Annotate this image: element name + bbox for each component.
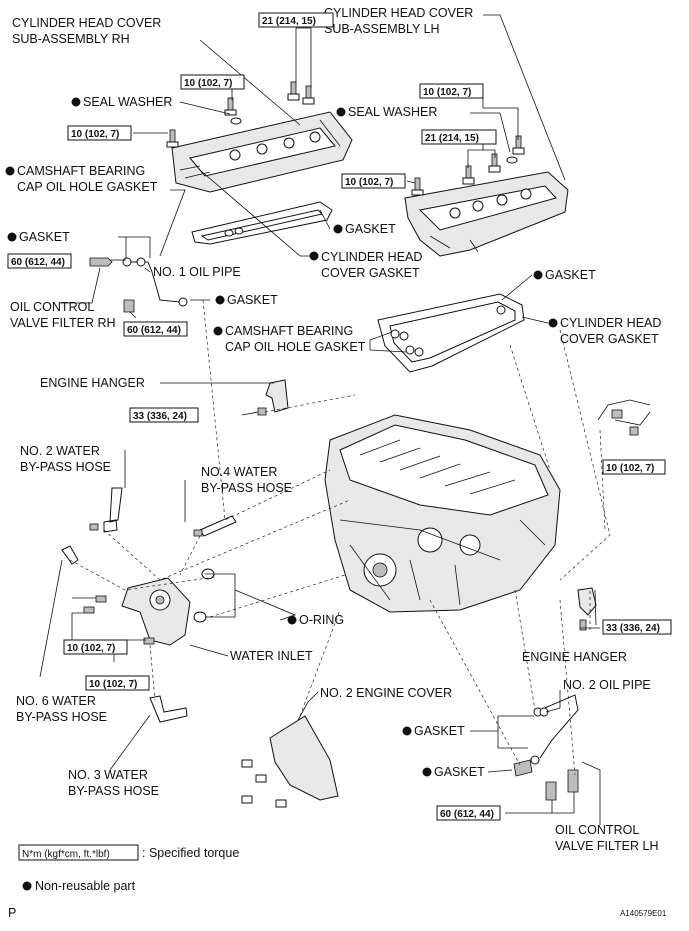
label-no6-water-bypass-1: NO. 6 WATER [16,694,96,708]
label-cyl-head-cover-gasket-lh-2: COVER GASKET [560,332,659,346]
label-cyl-head-cover-gasket-rh-1: CYLINDER HEAD [321,250,422,264]
label-no4-water-bypass-2: BY-PASS HOSE [201,481,292,495]
footer-figure-code: A140579E01 [620,909,667,918]
label-cam-gasket-rh-2: CAP OIL HOLE GASKET [17,180,158,194]
bolts-lh-cover [411,135,525,196]
label-gasket-lh-top: GASKET [545,268,596,282]
label-cylinder-head-cover-rh-2: SUB-ASSEMBLY RH [12,32,130,46]
legend: N*m (kgf*cm, ft.*lbf) : Specified torque… [18,844,239,893]
label-seal-washer-lh: SEAL WASHER [348,105,437,119]
cylinder-head-cover-lh-drawing [404,171,569,257]
leader-lines [39,14,601,825]
label-water-inlet: WATER INLET [230,649,313,663]
torque-60-lh: 60 (612, 44) [440,809,494,820]
torque-33-rear: 33 (336, 24) [133,411,187,422]
label-gasket-no2-pipe-a: GASKET [414,724,465,738]
torque-60-rh-a: 60 (612, 44) [11,257,65,268]
torque-10-sensor: 10 (102, 7) [606,463,654,474]
label-seal-washer-rh: SEAL WASHER [83,95,172,109]
torque-60-rh-b: 60 (612, 44) [127,325,181,336]
label-no3-water-bypass-1: NO. 3 WATER [68,768,148,782]
sensor-harness-drawing [597,399,651,436]
no4-water-bypass-hose-drawing [199,515,237,537]
label-oil-control-valve-rh-2: VALVE FILTER RH [10,316,116,330]
legend-torque-desc: : Specified torque [142,846,239,860]
no2-oil-pipe-drawing [513,694,579,801]
label-cam-gasket-rh-1: CAMSHAFT BEARING [17,164,145,178]
engine-cover-nuts [241,759,287,808]
label-no1-oil-pipe: NO. 1 OIL PIPE [153,265,241,279]
cylinder-head-cover-gasket-lh-drawing [377,293,525,373]
label-no2-oil-pipe: NO. 2 OIL PIPE [563,678,651,692]
no1-oil-pipe-drawing [89,257,188,313]
label-oil-control-valve-lh-2: VALVE FILTER LH [555,839,659,853]
label-cylinder-head-cover-lh-1: CYLINDER HEAD COVER [324,6,473,20]
torque-10-rh-left: 10 (102, 7) [71,129,119,140]
label-cylinder-head-cover-lh-2: SUB-ASSEMBLY LH [324,22,440,36]
label-no2-engine-cover: NO. 2 ENGINE COVER [320,686,452,700]
torque-21-lh: 21 (214, 15) [425,133,479,144]
water-inlet-drawing [83,568,215,646]
torque-10-lh-washer: 10 (102, 7) [423,87,471,98]
torque-33-front: 33 (336, 24) [606,623,660,634]
no6-water-bypass-hose-drawing [61,545,79,565]
no3-water-bypass-hose-drawing [149,695,188,723]
label-oil-control-valve-lh-1: OIL CONTROL [555,823,639,837]
footer-page-mark: P [8,906,16,920]
legend-torque-box: N*m (kgf*cm, ft.*lbf) [22,849,110,860]
label-no2-water-bypass-1: NO. 2 WATER [20,444,100,458]
engine-block-drawing [324,414,561,613]
label-cam-gasket-lh-2: CAP OIL HOLE GASKET [225,340,366,354]
label-oil-control-valve-rh-1: OIL CONTROL [10,300,94,314]
label-cyl-head-cover-gasket-rh-2: COVER GASKET [321,266,420,280]
label-gasket-rh-cover: GASKET [345,222,396,236]
bolts-rh-cover [166,81,315,148]
torque-10-inlet-b: 10 (102, 7) [89,679,137,690]
label-engine-hanger-front: ENGINE HANGER [522,650,627,664]
label-no6-water-bypass-2: BY-PASS HOSE [16,710,107,724]
label-cylinder-head-cover-rh-1: CYLINDER HEAD COVER [12,16,161,30]
label-gasket-no2-pipe-b: GASKET [434,765,485,779]
label-gasket-oil-pipe-top: GASKET [19,230,70,244]
torque-specs: 21 (214, 15) 10 (102, 7) 10 (102, 7) 10 … [7,12,672,821]
no2-engine-cover-drawing [269,715,339,801]
label-no2-water-bypass-2: BY-PASS HOSE [20,460,111,474]
torque-21-rh: 21 (214, 15) [262,16,316,27]
label-no3-water-bypass-2: BY-PASS HOSE [68,784,159,798]
engine-hanger-rear-drawing [265,379,289,413]
legend-non-reusable: Non-reusable part [35,879,136,893]
cylinder-head-cover-rh-drawing [171,111,353,193]
torque-10-lh-left: 10 (102, 7) [345,177,393,188]
label-o-ring: O-RING [299,613,344,627]
non-reusable-markers [5,97,558,891]
label-cyl-head-cover-gasket-lh-1: CYLINDER HEAD [560,316,661,330]
label-cam-gasket-lh-1: CAMSHAFT BEARING [225,324,353,338]
engine-hanger-front-drawing [577,587,597,616]
no2-water-bypass-hose-drawing [103,487,123,533]
label-engine-hanger-rear: ENGINE HANGER [40,376,145,390]
assembly-guide-lines [69,299,611,776]
label-gasket-oil-pipe-lower: GASKET [227,293,278,307]
label-no4-water-bypass-1: NO.4 WATER [201,465,277,479]
torque-10-inlet-a: 10 (102, 7) [67,643,115,654]
torque-10-rh-washer: 10 (102, 7) [184,78,232,89]
